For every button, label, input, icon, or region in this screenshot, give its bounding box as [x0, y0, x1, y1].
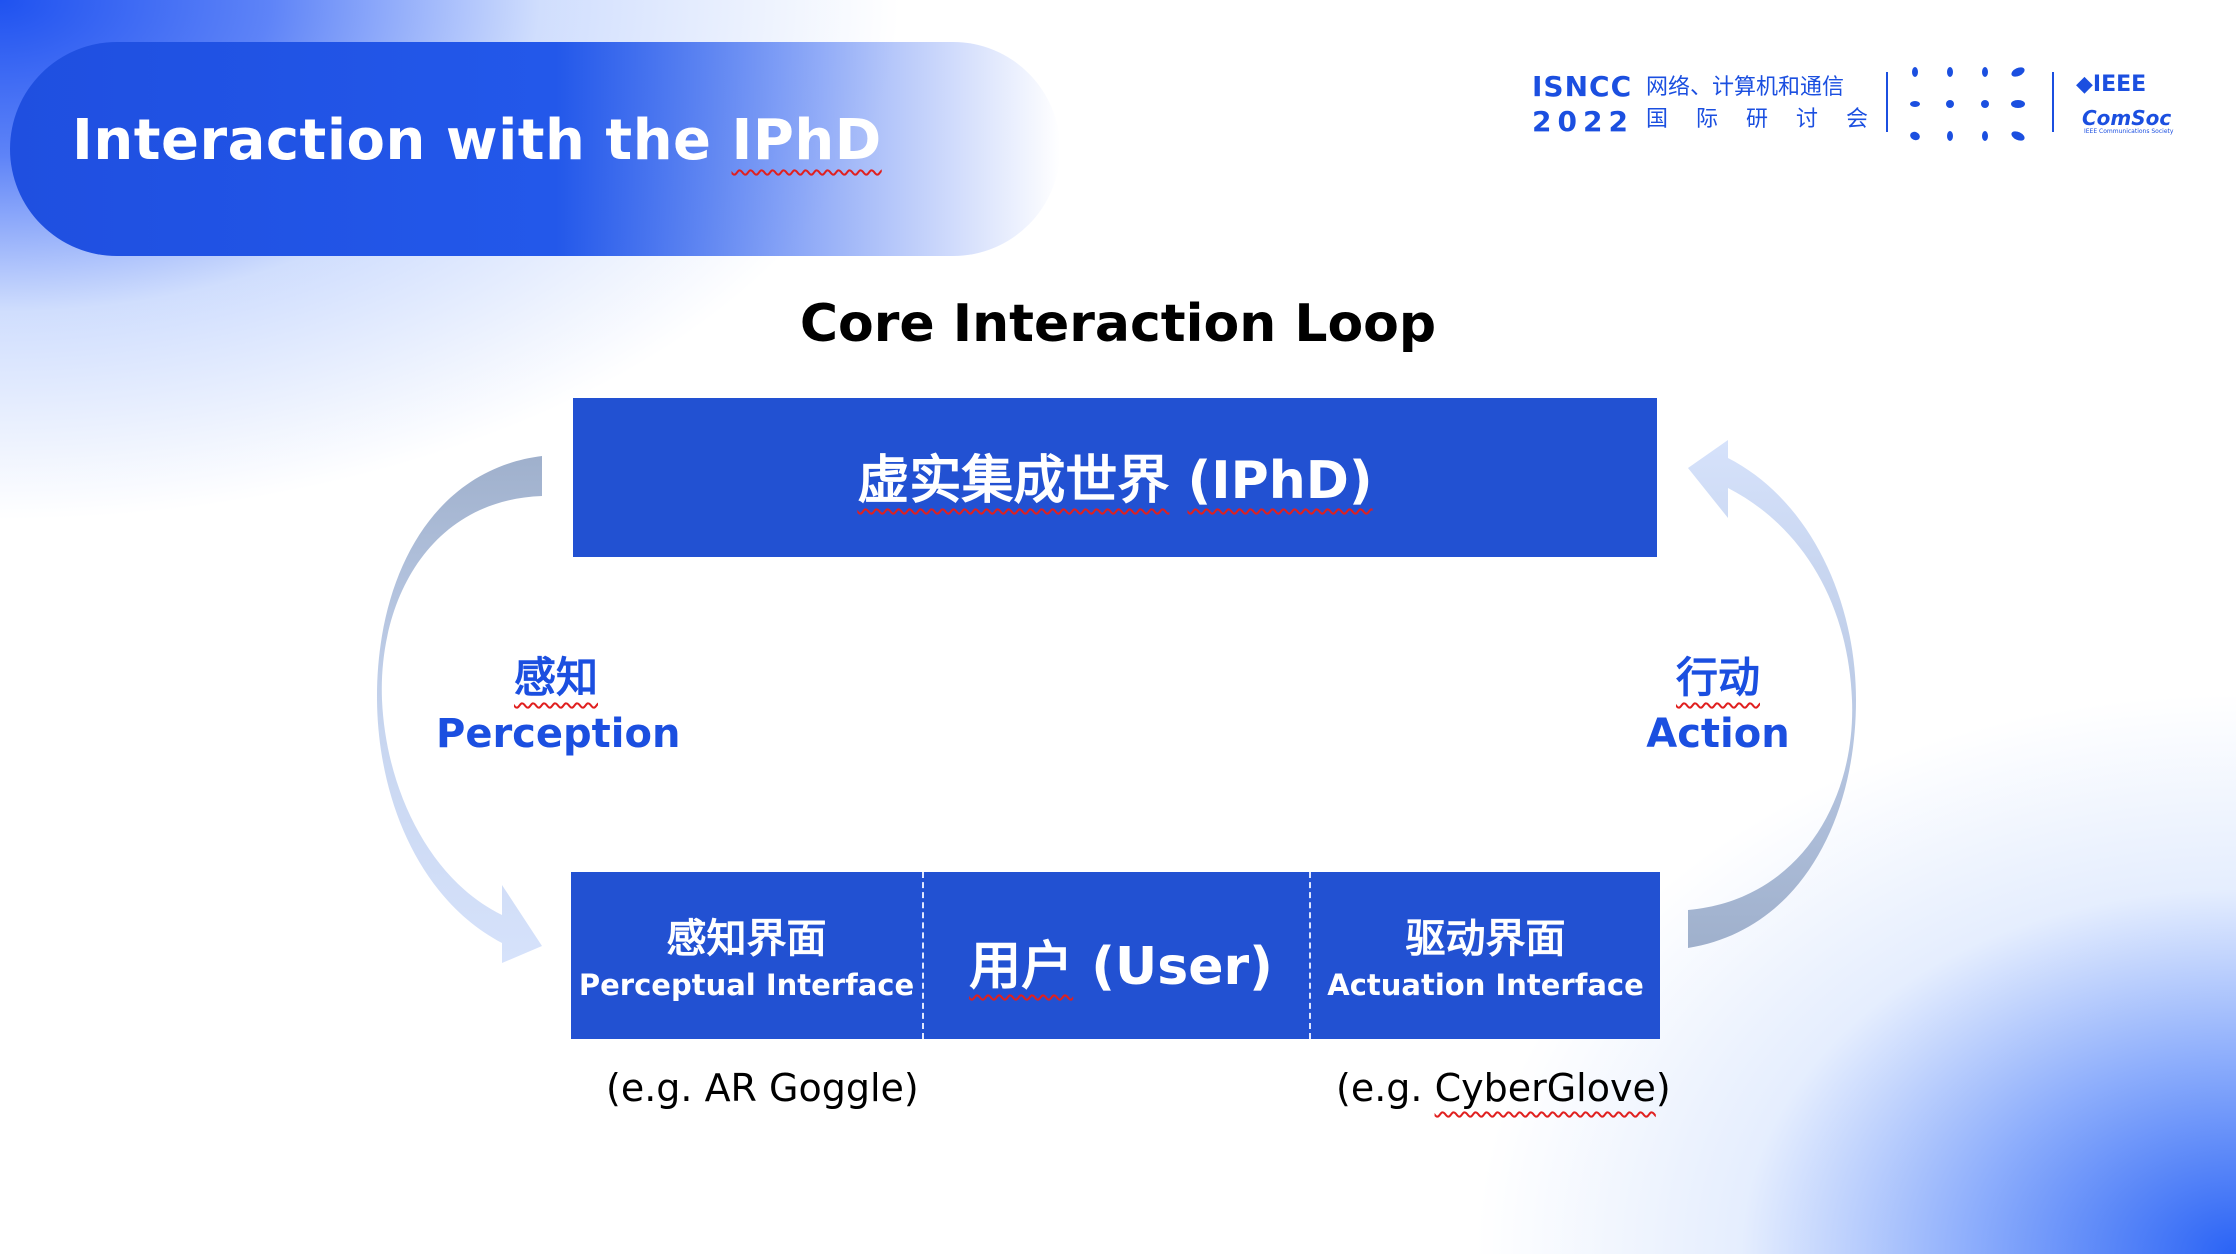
perception-label-cn: 感知	[513, 653, 598, 702]
isncc-chinese-line-2: 国际研讨会	[1646, 107, 1897, 132]
perceptual-interface-cn: 感知界面	[666, 916, 827, 962]
perceptual-interface-cell: 感知界面 Perceptual Interface	[571, 906, 922, 1002]
action-label-cn: 行动	[1675, 653, 1760, 702]
actuation-interface-example: (e.g. CyberGlove)	[1336, 1066, 1671, 1110]
isncc-chinese-name: 网络、计算机和通信 国际研讨会	[1646, 72, 1896, 136]
iphd-world-label-en: (IPhD)	[1187, 451, 1373, 511]
ieee-diamond-icon: ◆	[2076, 72, 2093, 97]
actuation-interface-cn: 驱动界面	[1405, 916, 1566, 962]
iphd-world-label: 虚实集成世界 (IPhD)	[573, 438, 1657, 513]
perceptual-interface-example: (e.g. AR Goggle)	[606, 1066, 919, 1110]
interface-divider-left	[922, 872, 924, 1039]
perception-arrow	[376, 456, 542, 963]
logo-divider-1	[1886, 72, 1888, 132]
perception-label: 感知 Perception	[436, 644, 681, 757]
isncc-chinese-line-1: 网络、计算机和通信	[1646, 75, 1845, 100]
slide-title-prefix: Interaction with the	[72, 108, 732, 173]
ieee-logo-text: IEEE	[2092, 72, 2147, 97]
isncc-logo-year: 2022	[1532, 105, 1634, 138]
interface-divider-right	[1309, 872, 1311, 1039]
logo-divider-2	[2052, 72, 2054, 132]
action-arrow	[1688, 440, 1856, 948]
actuation-interface-en: Actuation Interface	[1327, 968, 1644, 1002]
iphd-world-label-cn: 虚实集成世界	[857, 451, 1170, 511]
dots-pattern-icon	[1910, 67, 2025, 141]
slide-title: Interaction with the IPhD	[72, 108, 882, 173]
actuation-interface-example-name: CyberGlove	[1434, 1066, 1656, 1110]
comsoc-logo-subtitle: IEEE Communications Society	[2084, 128, 2174, 135]
isncc-logo: ISNCC 2022	[1532, 70, 1634, 138]
action-label: 行动 Action	[1613, 644, 1823, 757]
perception-label-en: Perception	[436, 711, 681, 757]
comsoc-logo: ComSoc	[2082, 106, 2172, 130]
slide-title-emphasis: IPhD	[731, 108, 882, 173]
user-label-en: (User)	[1091, 937, 1273, 997]
user-label: 用户 (User)	[924, 924, 1318, 999]
perceptual-interface-example-name: AR Goggle	[704, 1066, 904, 1110]
actuation-interface-cell: 驱动界面 Actuation Interface	[1311, 906, 1660, 1002]
user-label-cn: 用户	[969, 937, 1074, 997]
ieee-logo: ◆IEEE	[2076, 72, 2146, 97]
interface-user-box: 感知界面 Perceptual Interface 用户 (User) 驱动界面…	[571, 872, 1660, 1039]
isncc-logo-name: ISNCC	[1532, 70, 1633, 103]
iphd-world-box: 虚实集成世界 (IPhD)	[573, 398, 1657, 557]
perceptual-interface-en: Perceptual Interface	[578, 968, 915, 1002]
title-banner	[10, 42, 1060, 256]
action-label-en: Action	[1646, 711, 1790, 757]
diagram-title: Core Interaction Loop	[799, 294, 1437, 354]
